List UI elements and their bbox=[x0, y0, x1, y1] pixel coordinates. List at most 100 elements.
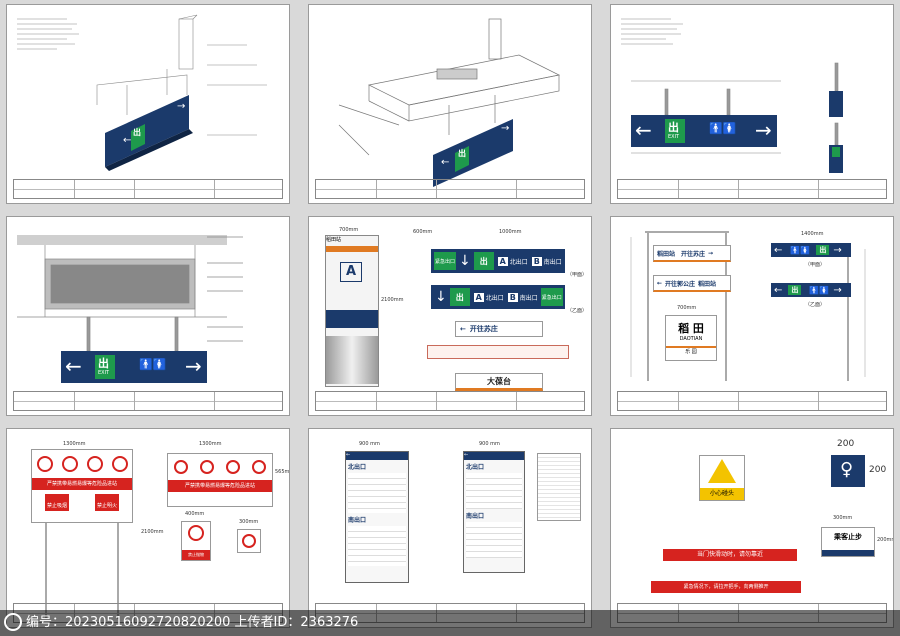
prohibition-board-right: 严禁携带易燃易爆等危险品进站 bbox=[167, 453, 273, 507]
prohibition-icon bbox=[200, 460, 214, 474]
drawing-sheet-9: 小心碰头 200 ♀ 200 300mm 乘客止步 200mm 当门快滑动时，请… bbox=[610, 428, 894, 628]
dim-300: 300mm bbox=[239, 519, 259, 525]
exit-en-label: EXIT bbox=[98, 370, 110, 376]
warning-triangle-icon bbox=[708, 459, 736, 483]
exit-guide-board-right: ← 北出口 南出口 bbox=[463, 451, 525, 573]
south-exit-label: 南出口 bbox=[466, 513, 485, 520]
prohibition-icon bbox=[36, 456, 53, 472]
dim-1300-b: 1300mm bbox=[199, 441, 222, 447]
prohibition-icon bbox=[242, 534, 256, 548]
title-block bbox=[617, 179, 887, 199]
exit-guide-board-left: ← 北出口 南出口 bbox=[345, 451, 409, 583]
dangerous-goods-banner: 严禁携带易燃易爆等危险品进站 bbox=[32, 478, 132, 490]
station-name: 稻田站 bbox=[326, 237, 342, 243]
back-face-label: （乙面） bbox=[567, 308, 588, 314]
dajiantai-sign: 大葆台 bbox=[455, 373, 543, 391]
drawing-sheet-4: ← 出 EXIT 🚹🚺 → bbox=[6, 216, 290, 416]
ceiling-mount-perspective-drawing bbox=[338, 18, 561, 187]
arrow-right-icon: → bbox=[708, 249, 714, 257]
drawing-sheet-5: 稻田站 A 700mm 2100mm 600mm 1000mm 紧急出口 ↓ 出… bbox=[308, 216, 592, 416]
exit-cn-label: 出 bbox=[449, 288, 470, 306]
dim-200-a: 200 bbox=[837, 439, 855, 449]
watermark-text: 编号：20230516092720820200 上传者ID：2363276 bbox=[26, 615, 359, 630]
south-exit-label: 南出口 bbox=[519, 294, 538, 302]
daotian-en-label: DAOTIAN bbox=[679, 336, 703, 342]
north-exit-label: 北出口 bbox=[485, 294, 504, 302]
exit-cn-label: 出 bbox=[98, 357, 109, 370]
direction-sign-front: 紧急出口 ↓ 出 A 北出口 B 南出口 bbox=[431, 249, 565, 273]
site-logo-icon bbox=[4, 613, 22, 631]
back-face-label: （乙面） bbox=[805, 302, 826, 308]
station-name-board: 稻 田 DAOTIAN 乐 园 bbox=[665, 315, 717, 361]
dim-700: 700mm bbox=[339, 227, 359, 233]
daotian-direction-sign: 稻田站 开往苏庄 → bbox=[653, 245, 731, 262]
female-icon: ♀ bbox=[840, 459, 854, 480]
arrow-right-icon: → bbox=[833, 284, 842, 296]
station-frame-drawing bbox=[630, 231, 866, 381]
south-exit-label: 南出口 bbox=[543, 258, 562, 266]
hanging-sign-perspective-drawing bbox=[17, 14, 267, 171]
dim-565: 565mm bbox=[275, 469, 290, 475]
arrow-right-icon: → bbox=[177, 101, 186, 112]
dim-900-a: 900 mm bbox=[359, 441, 380, 447]
dim-1400: 1400mm bbox=[801, 231, 824, 237]
watermark-bar: 编号：20230516092720820200 上传者ID：2363276 bbox=[0, 610, 900, 636]
dim-700: 700mm bbox=[677, 305, 697, 311]
emergency-instruction-strip: 紧急情况下，请拉开把手，向两侧推开 bbox=[651, 581, 801, 593]
direction-sign-back: ↓ 出 A 北出口 B 南出口 紧急出口 bbox=[431, 285, 565, 309]
arrow-left-icon: ← bbox=[346, 452, 408, 460]
dim-300: 300mm bbox=[833, 515, 853, 521]
arrow-left-icon: ← bbox=[774, 284, 783, 296]
dim-1300-a: 1300mm bbox=[63, 441, 86, 447]
drawing-sheet-2: ← 出 → bbox=[308, 4, 592, 204]
arrow-left-icon: ← bbox=[123, 135, 132, 146]
title-block bbox=[617, 391, 887, 411]
north-exit-label: 北出口 bbox=[348, 464, 367, 471]
arrow-left-icon: ← bbox=[464, 452, 524, 460]
arrow-down-icon: ↓ bbox=[435, 289, 447, 305]
prohibition-icon bbox=[226, 460, 240, 474]
arrow-left-icon: ← bbox=[460, 325, 466, 333]
prohibition-icon bbox=[188, 525, 204, 541]
exit-letter-a: A bbox=[473, 292, 484, 302]
arrow-right-icon: → bbox=[501, 123, 510, 134]
south-exit-label: 南出口 bbox=[348, 517, 367, 524]
dim-200mm: 200mm bbox=[877, 537, 893, 543]
dim-200-b: 200 bbox=[869, 465, 887, 475]
toilet-icon: 🚹🚺 bbox=[809, 285, 830, 295]
no-admittance-sign: 乘客止步 bbox=[821, 527, 875, 557]
toilet-sign-back: ← 出 🚹🚺 → bbox=[771, 283, 851, 297]
emergency-exit-label: 紧急出口 bbox=[434, 252, 456, 270]
prohibition-board-left: 严禁携带易燃易爆等危险品进站 禁止吸烟 禁止明火 bbox=[31, 449, 133, 523]
daotian-big-label: 稻 田 bbox=[678, 322, 704, 335]
drawing-sheet-7: 1300mm 1300mm 2100mm 565mm 400mm 300mm 严… bbox=[6, 428, 290, 628]
arrow-right-icon: → bbox=[833, 244, 842, 256]
dim-2100: 2100mm bbox=[141, 529, 164, 535]
exit-letter-a: A bbox=[340, 262, 362, 282]
arrow-left-icon: ← bbox=[635, 118, 652, 142]
prohibition-icon bbox=[61, 456, 78, 472]
prohibition-icon bbox=[86, 456, 103, 472]
arrow-right-icon: → bbox=[755, 118, 772, 142]
toilet-icon: 🚹🚺 bbox=[139, 358, 167, 371]
kaizhu-label: 开往苏庄 bbox=[469, 325, 498, 333]
leyuan-label: 乐 园 bbox=[666, 346, 716, 355]
dim-2100: 2100mm bbox=[381, 297, 404, 303]
drawing-sheet-3: ← 出 EXIT 🚹🚺 → bbox=[610, 4, 894, 204]
prohibition-icon bbox=[111, 456, 128, 472]
no-throw-sign: 禁止抛物 bbox=[181, 521, 211, 561]
door-warning-strip: 当门快滑动时，请勿靠近 bbox=[663, 549, 797, 561]
dangerous-goods-banner: 严禁携带易燃易爆等危险品进站 bbox=[168, 480, 272, 492]
no-entry-label: 乘客止步 bbox=[834, 533, 862, 541]
mind-your-head-sign: 小心碰头 bbox=[699, 455, 745, 501]
exit-letter-a: A bbox=[497, 256, 508, 266]
exit-cn-label: 出 bbox=[458, 149, 466, 158]
arrow-right-icon: → bbox=[185, 354, 202, 378]
kaiguo-direction-sign: ← 开往郭公庄 稻田站 bbox=[653, 275, 731, 292]
daotian-label: 稻田站 bbox=[698, 280, 717, 288]
text-notice-board bbox=[537, 453, 581, 521]
prohibition-board-drawing bbox=[45, 519, 119, 619]
exit-letter-b: B bbox=[507, 292, 518, 302]
drawing-sheet-6: 稻田站 开往苏庄 → ← 开往郭公庄 稻田站 700mm 稻 田 DAOTIAN… bbox=[610, 216, 894, 416]
kaizhu-label: 开往苏庄 bbox=[681, 250, 706, 258]
